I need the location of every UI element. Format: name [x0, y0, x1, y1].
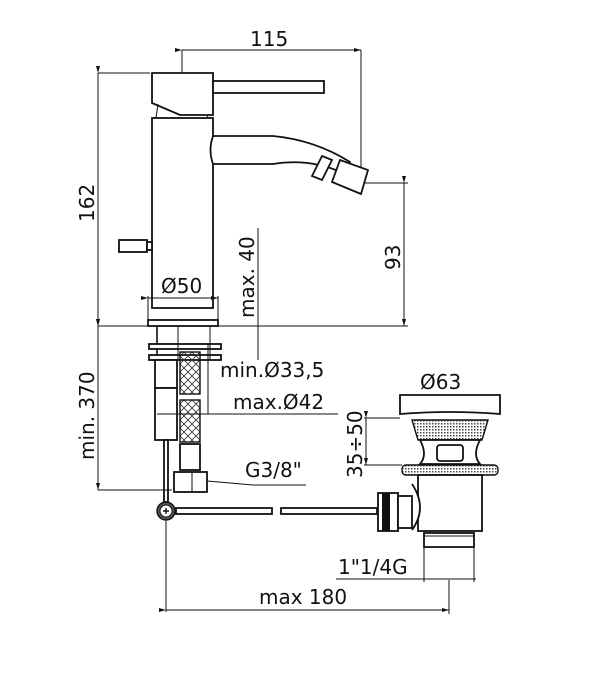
label-hose-thread: G3/8" — [245, 458, 302, 482]
label-hose-length: min. 370 — [75, 371, 99, 460]
label-total-height: 162 — [75, 184, 99, 222]
dim-min-hole: min.Ø33,5 — [220, 358, 324, 382]
dim-deck-thickness: max. 40 — [235, 228, 259, 360]
dim-hose-length: min. 370 — [75, 319, 172, 491]
label-rod-length: max 180 — [259, 585, 347, 609]
dim-spout-reach: 115 — [175, 27, 362, 168]
label-spout-height: 93 — [381, 245, 405, 270]
faucet-body — [118, 72, 370, 309]
dim-waste-thread: 1"1/4G — [336, 547, 476, 582]
label-min-hole: min.Ø33,5 — [220, 358, 324, 382]
label-waste-thread: 1"1/4G — [338, 555, 408, 579]
dim-waste-height: 35÷50 — [343, 410, 402, 478]
label-waste-height: 35÷50 — [343, 410, 367, 478]
label-base-diameter: Ø50 — [161, 274, 202, 298]
dim-spout-height: 93 — [365, 176, 408, 326]
waste-assembly — [377, 394, 501, 548]
dim-waste-diameter: Ø63 — [420, 370, 461, 394]
dim-hose-thread: G3/8" — [206, 458, 306, 486]
label-max-hole: max.Ø42 — [233, 390, 324, 414]
label-deck-thickness: max. 40 — [235, 236, 259, 318]
label-spout-reach: 115 — [250, 27, 288, 51]
dim-max-hole: max.Ø42 — [157, 344, 338, 415]
label-waste-diameter: Ø63 — [420, 370, 461, 394]
base-plate — [147, 319, 219, 327]
dim-rod-length: max 180 — [159, 580, 450, 614]
under-deck-fittings — [148, 326, 222, 503]
dim-total-height: 162 — [75, 66, 150, 326]
dim-base-diameter: Ø50 — [141, 274, 219, 322]
pop-up-rod — [156, 501, 378, 612]
